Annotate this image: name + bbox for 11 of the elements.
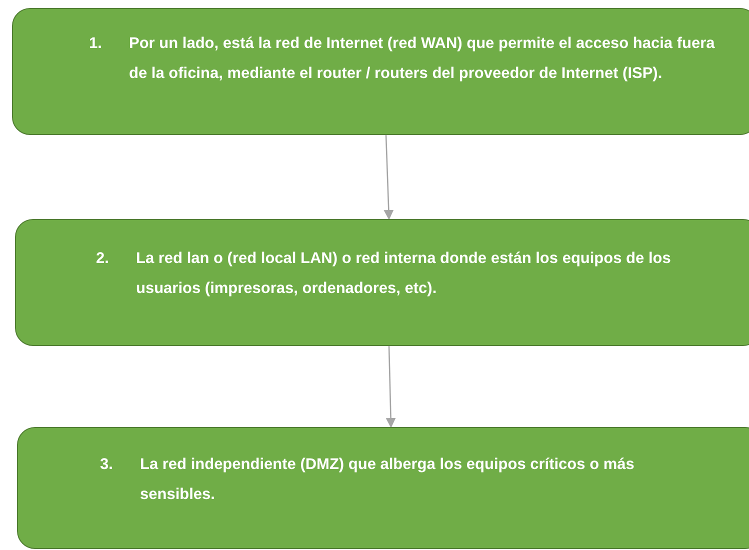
box-text: Por un lado, está la red de Internet (red WAN) que permite el acceso hacia fuera de la oficina, mediante el router / routers del proveedor de Internet (ISP). — [129, 34, 716, 84]
box-text: La red lan o (red local LAN) o red interna donde están los equipos de los usuarios (impresoras, ordenadores, etc). — [136, 249, 672, 299]
process-box — [15, 219, 749, 346]
arrow — [384, 134, 394, 220]
list-number: 1. — [89, 34, 103, 54]
process-box — [17, 427, 749, 549]
arrow — [386, 346, 396, 428]
list-number: 2. — [96, 249, 110, 269]
process-box — [12, 8, 749, 135]
box-text: La red independiente (DMZ) que alberga los equipos críticos o más sensibles. — [140, 455, 636, 505]
list-number: 3. — [100, 455, 114, 475]
